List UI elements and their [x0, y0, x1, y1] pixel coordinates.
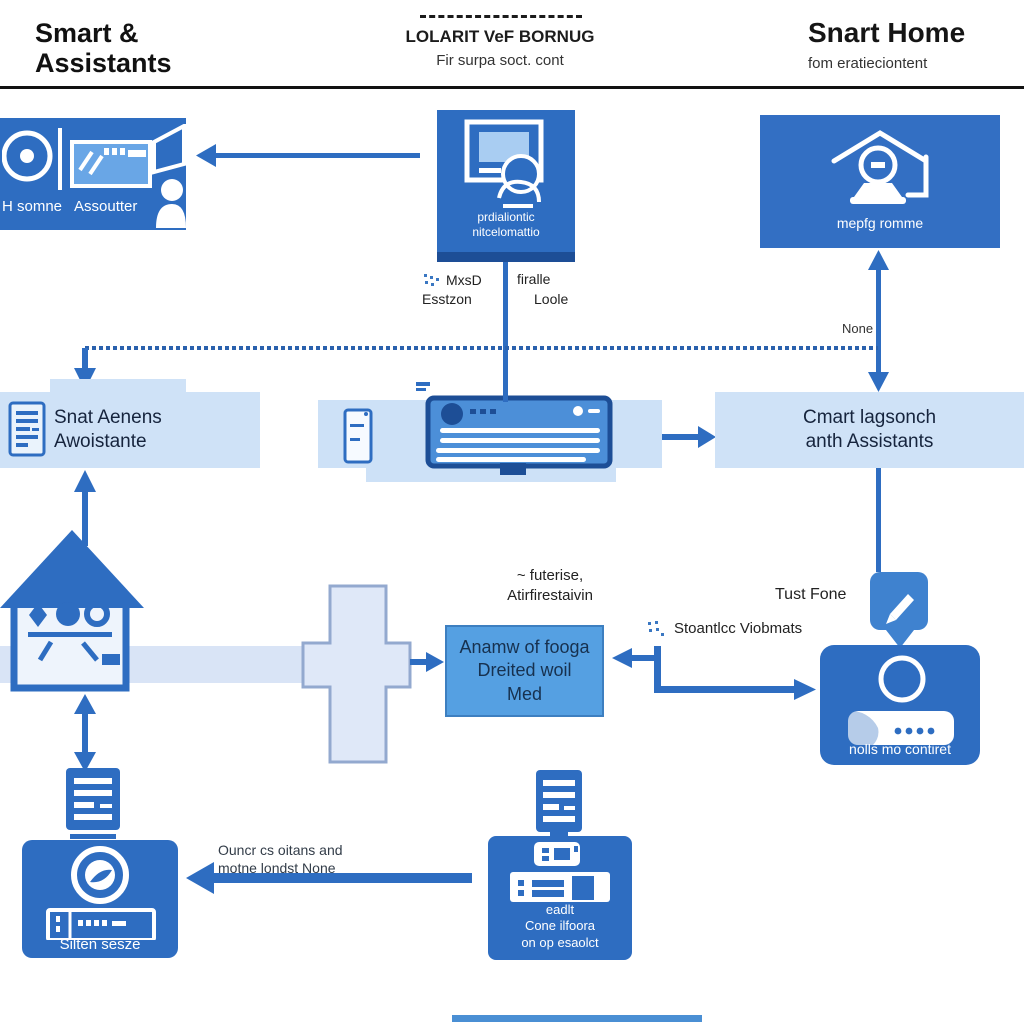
document-icon-left — [66, 768, 120, 839]
kiosk-caption-line2: nitcelomattio — [472, 225, 540, 239]
header-dashed-line — [420, 15, 582, 18]
label-mxsd: MxsD — [446, 272, 482, 288]
anamw-box: Anamw of fooga Dreited woil Med — [445, 625, 604, 717]
futerise-line1: ~ futerise, — [516, 567, 584, 584]
smart-speaker-icon — [848, 655, 954, 745]
device-panel-node: H somne Assoutter — [0, 118, 186, 230]
smart-box-line2: anth Assistants — [805, 431, 934, 452]
arrow-cross-to-anamw — [410, 652, 444, 672]
kiosk-base-strip — [437, 252, 575, 262]
line-kiosk-to-tablet — [503, 260, 508, 402]
arrow-note-line1: Ouncr cs oitans and — [218, 842, 343, 858]
header-left-title: Smart & Assistants — [35, 18, 172, 78]
connector-anamw-nolls — [612, 646, 816, 700]
arrow-tablet-to-smart — [662, 426, 716, 448]
camera-home-icon — [831, 130, 929, 204]
label-esstzon: Esstzon — [422, 291, 472, 307]
arrow-kiosk-to-panel — [196, 144, 420, 167]
header-right-title: Snart Home — [808, 17, 966, 48]
person-flag-icon — [152, 124, 186, 228]
speaker-icon — [2, 130, 53, 182]
arrow-console-to-silten — [186, 862, 472, 894]
label-firalle: firalle — [517, 271, 551, 287]
console-caption-line2: Cone ilfoora — [524, 918, 596, 934]
bottom-edge-bar — [452, 1015, 702, 1022]
stoantlcc-label: Stoantlcc Viobmats — [674, 620, 803, 637]
arrow-camera-smart — [868, 250, 889, 392]
arrow-house-to-assistants — [74, 470, 96, 546]
panel-divider — [58, 128, 62, 190]
camera-home-caption: mepfg romme — [836, 215, 924, 231]
line-smart-to-pencil — [876, 468, 881, 572]
header-divider — [0, 86, 1024, 89]
camera-home-node: mepfg romme — [760, 115, 1000, 248]
pencil-box-notch — [886, 630, 914, 648]
assistants-box: Snat Aenens Awoistante — [0, 379, 260, 468]
dots-icon-2 — [648, 621, 664, 636]
header-center-subtitle: Fir surpa soct. cont — [436, 52, 564, 69]
pencil-icon — [886, 594, 914, 624]
assistants-box-line2: Awoistante — [54, 430, 147, 452]
house-icon — [0, 530, 144, 692]
nolls-node: nolls mo contiret — [820, 645, 980, 765]
phone-icon — [343, 408, 373, 464]
arrow-note-line2: motne londst None — [218, 859, 336, 876]
tust-fone-label: Tust Fone — [775, 586, 847, 603]
header-left-line1: Smart & — [35, 18, 139, 48]
header-right-subtitle: fom eratieciontent — [808, 55, 928, 72]
arrow-house-document — [74, 694, 96, 772]
pencil-node — [870, 572, 928, 630]
silten-caption: Silten sesze — [59, 936, 141, 953]
kiosk-caption-line1: prdialiontic — [477, 210, 535, 224]
kiosk-icon — [464, 119, 544, 208]
screen-icon — [70, 140, 152, 188]
tablet-cluster — [318, 382, 662, 482]
label-none: None — [842, 321, 874, 336]
futerise-line2: Atirfirestaivin — [507, 586, 593, 604]
document-icon-center — [536, 770, 582, 838]
assistants-box-line1: Snat Aenens — [54, 407, 162, 428]
speaker-label: H somne — [2, 198, 63, 215]
console-caption-line1: eadlt — [545, 902, 575, 917]
tablet-icon — [425, 395, 613, 475]
anamw-line2: Dreited woil — [477, 660, 572, 681]
cross-shape — [301, 584, 412, 764]
smart-assistants-box: Cmart lagsonch anth Assistants — [715, 392, 1024, 468]
label-loole: Loole — [534, 291, 569, 307]
header-left-line2: Assistants — [35, 48, 172, 79]
document-outline-icon — [8, 401, 46, 457]
screen-label: Assoutter — [74, 198, 138, 215]
console-icon — [510, 842, 610, 902]
nolls-caption: nolls mo contiret — [849, 741, 951, 757]
anamw-line1: Anamw of fooga — [459, 636, 590, 657]
silten-node: Silten sesze — [22, 840, 178, 958]
header-center-title: LOLARIT VeF BORNUG — [405, 27, 595, 46]
anamw-line3: Med — [506, 683, 542, 704]
smart-box-line1: Cmart lagsonch — [802, 407, 937, 429]
console-node: eadlt Cone ilfoora on op esaolct — [488, 836, 632, 960]
kiosk-node: prdialiontic nitcelomattio — [437, 110, 575, 252]
gauge-icon — [46, 846, 156, 940]
dots-icon — [424, 274, 439, 286]
dotted-connector — [74, 346, 878, 390]
console-caption-line3: on op esaolct — [521, 934, 599, 950]
assistants-box-tab — [50, 379, 186, 392]
